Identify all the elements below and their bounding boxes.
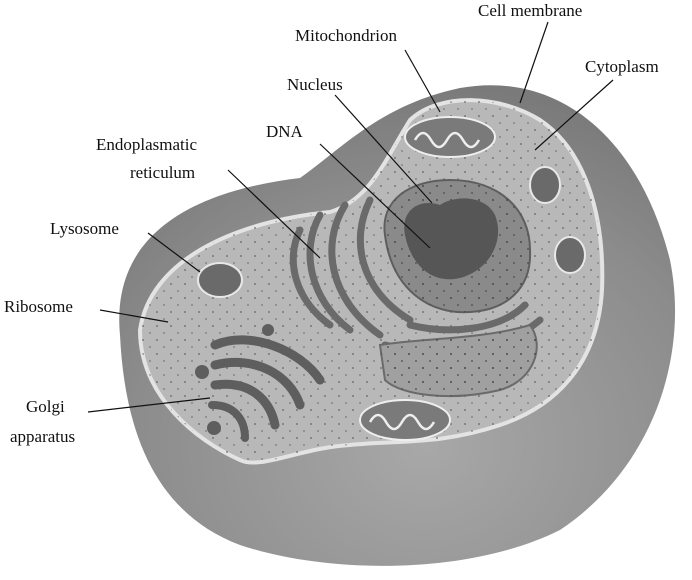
leader-nucleus	[334, 94, 433, 204]
golgi-vesicle-2	[207, 421, 221, 435]
mito-lower-body	[359, 399, 451, 441]
label-nucleus: Nucleus	[287, 75, 343, 94]
mito-upper-cristae	[413, 131, 481, 149]
leader-cytoplasm	[534, 79, 614, 151]
label-lysosome: Lysosome	[50, 219, 119, 238]
label-dna: DNA	[266, 122, 304, 141]
label-golgi-line2: apparatus	[10, 427, 75, 446]
label-mitochondrion: Mitochondrion	[295, 26, 397, 45]
er-band-5	[406, 301, 529, 334]
mitochondrion-lower	[359, 399, 451, 441]
labels: Cell membrane Mitochondrion Cytoplasm Nu…	[4, 1, 659, 446]
label-golgi-line1: Golgi	[26, 397, 65, 416]
leader-mitochondrion	[404, 49, 441, 113]
mitochondrion-upper	[404, 116, 496, 158]
golgi-vesicle-3	[262, 324, 274, 336]
label-cytoplasm: Cytoplasm	[585, 57, 659, 76]
golgi-apparatus	[208, 335, 325, 442]
golgi-cisterna-1	[210, 335, 325, 385]
er-band-3	[328, 201, 384, 339]
leader-golgi	[87, 397, 211, 413]
golgi-cisterna-4	[208, 401, 249, 442]
golgi-cisterna-3	[210, 379, 280, 430]
label-endoplasmatic-line2: reticulum	[130, 163, 195, 182]
er-band-1	[289, 226, 334, 329]
dna-mass	[404, 198, 499, 280]
er-band-4	[356, 196, 414, 324]
er-band-2	[306, 211, 354, 334]
leader-lysosome	[147, 232, 201, 273]
leader-cell-membrane	[519, 21, 549, 104]
golgi-cisterna-2	[210, 357, 305, 410]
vacuole-lower	[554, 236, 586, 274]
leader-dna	[319, 143, 431, 249]
nucleus	[383, 178, 532, 314]
label-ribosome: Ribosome	[4, 297, 73, 316]
cell-body	[119, 85, 676, 566]
golgi-vesicle-1	[195, 365, 209, 379]
label-cell-membrane: Cell membrane	[478, 1, 582, 20]
lysosome	[197, 262, 243, 298]
leader-endoplasmatic	[227, 169, 321, 259]
leader-lines	[87, 21, 614, 413]
vacuole-upper	[529, 166, 561, 204]
er-lower-lobe-dots	[380, 325, 537, 397]
label-endoplasmatic-line1: Endoplasmatic	[96, 135, 197, 154]
leader-ribosome	[99, 309, 169, 323]
mito-lower-cristae	[368, 413, 436, 431]
